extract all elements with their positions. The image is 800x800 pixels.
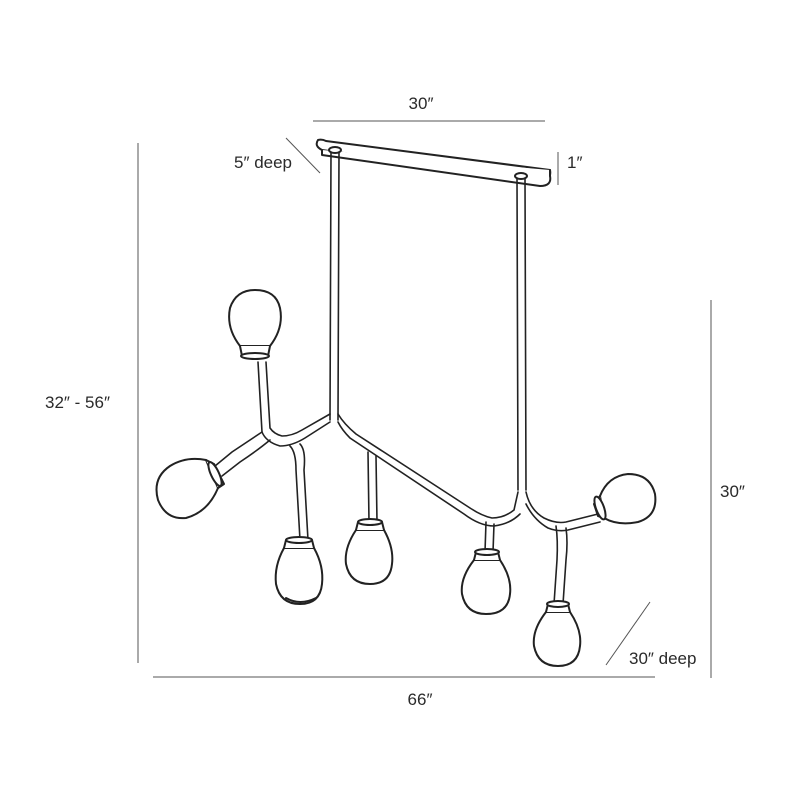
canopy-depth-line bbox=[285, 137, 321, 174]
canopy-depth-label: 5″ deep bbox=[234, 153, 292, 172]
glass-shade bbox=[155, 457, 225, 520]
canopy-height-label: 1″ bbox=[567, 153, 582, 172]
glass-shade bbox=[274, 536, 324, 605]
glass-shades bbox=[155, 289, 657, 667]
branch-frame bbox=[214, 361, 601, 605]
overall-height-label: 32″ - 56″ bbox=[45, 393, 110, 412]
canopy-width-label: 30″ bbox=[409, 94, 434, 113]
glass-shade bbox=[228, 289, 282, 360]
overall-width-label: 66″ bbox=[408, 690, 433, 709]
fixture-depth-label: 30″ deep bbox=[629, 649, 696, 668]
suspension-rods bbox=[329, 151, 527, 491]
glass-shade bbox=[344, 518, 394, 585]
fixture-height-label: 30″ bbox=[720, 482, 745, 501]
glass-shade bbox=[532, 600, 582, 667]
glass-shade bbox=[460, 548, 512, 615]
glass-shade bbox=[593, 473, 657, 525]
dimension-labels: 30″ 5″ deep 1″ 32″ - 56″ 30″ 30″ deep 66… bbox=[45, 94, 745, 709]
dimension-lines bbox=[137, 120, 712, 678]
fixture-depth-line bbox=[605, 601, 651, 666]
canopy bbox=[315, 138, 552, 187]
